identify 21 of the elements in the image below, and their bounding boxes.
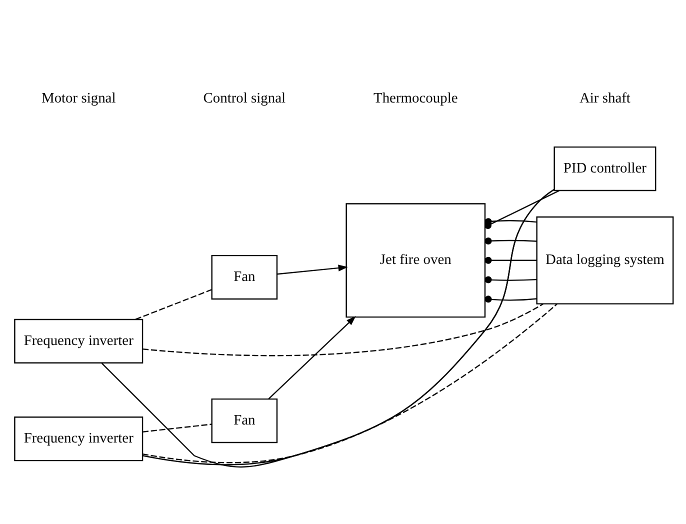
connector [142,303,558,463]
node-box: Fan [211,254,278,300]
node-box: Frequency inverter [14,318,144,363]
arrow [276,264,348,274]
connector [484,256,537,264]
arrow [268,316,356,399]
legend-label: Thermocouple [374,90,458,106]
connector [484,295,537,302]
connector [135,288,212,320]
connector [142,423,212,432]
node-box: Jet fire oven [346,202,486,318]
node-box: PID controller [554,146,656,191]
connector [484,276,537,283]
connector [484,237,537,244]
legend-label: Air shaft [579,90,630,106]
node-box: Frequency inverter [14,416,144,461]
node-box: Fan [211,398,278,443]
legend-label: Control signal [203,90,286,106]
connector [142,302,544,356]
node-box: Data logging system [536,216,674,304]
legend-label: Motor signal [41,90,116,106]
